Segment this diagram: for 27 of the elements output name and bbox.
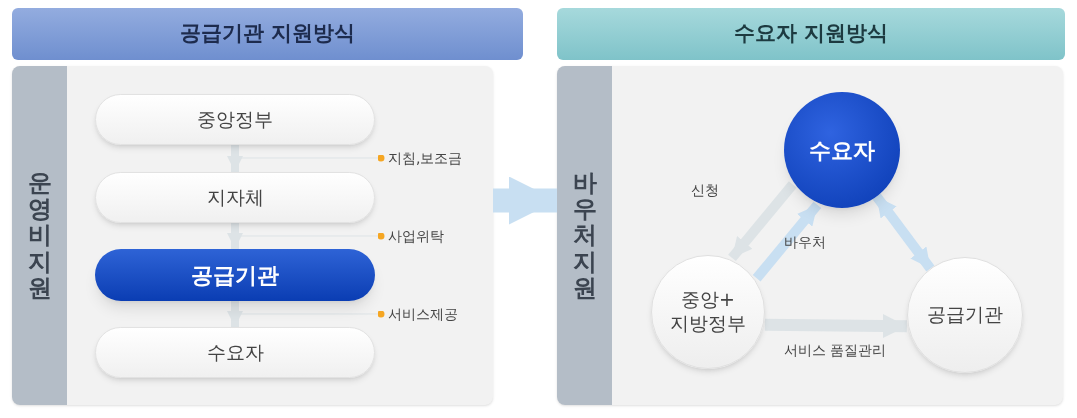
arrow — [872, 193, 935, 272]
bullet-note: 지침,보조금 — [376, 149, 472, 167]
leader-line — [239, 232, 385, 240]
edge-label: 바우처 — [784, 232, 826, 252]
rounded-box: 수요자 — [95, 327, 375, 378]
panel-background — [12, 66, 493, 405]
bullet-note: 사업위탁 — [376, 227, 472, 245]
arrow — [764, 314, 907, 339]
edge-label: 서비스 품질관리 — [783, 340, 887, 360]
section-header: 공급기관 지원방식 — [12, 8, 523, 60]
rounded-box: 지자체 — [95, 172, 375, 223]
highlight-box: 공급기관 — [95, 249, 375, 301]
section-header: 수요자 지원방식 — [557, 8, 1065, 60]
side-label-bar: 바우처 지원 — [557, 66, 612, 405]
arrow — [227, 223, 243, 249]
arrow — [752, 201, 822, 282]
arrow — [493, 176, 557, 225]
edge-label: 신청 — [691, 180, 719, 200]
arrow — [227, 145, 243, 172]
side-label-bar: 운영비 지원 — [12, 66, 67, 405]
arrow — [227, 301, 243, 327]
arrow — [728, 181, 797, 262]
rounded-box: 중앙정부 — [95, 94, 375, 145]
leader-line — [239, 310, 385, 318]
leader-line — [239, 154, 385, 162]
bullet-note: 서비스제공 — [376, 305, 472, 323]
panel-background — [557, 66, 1063, 405]
